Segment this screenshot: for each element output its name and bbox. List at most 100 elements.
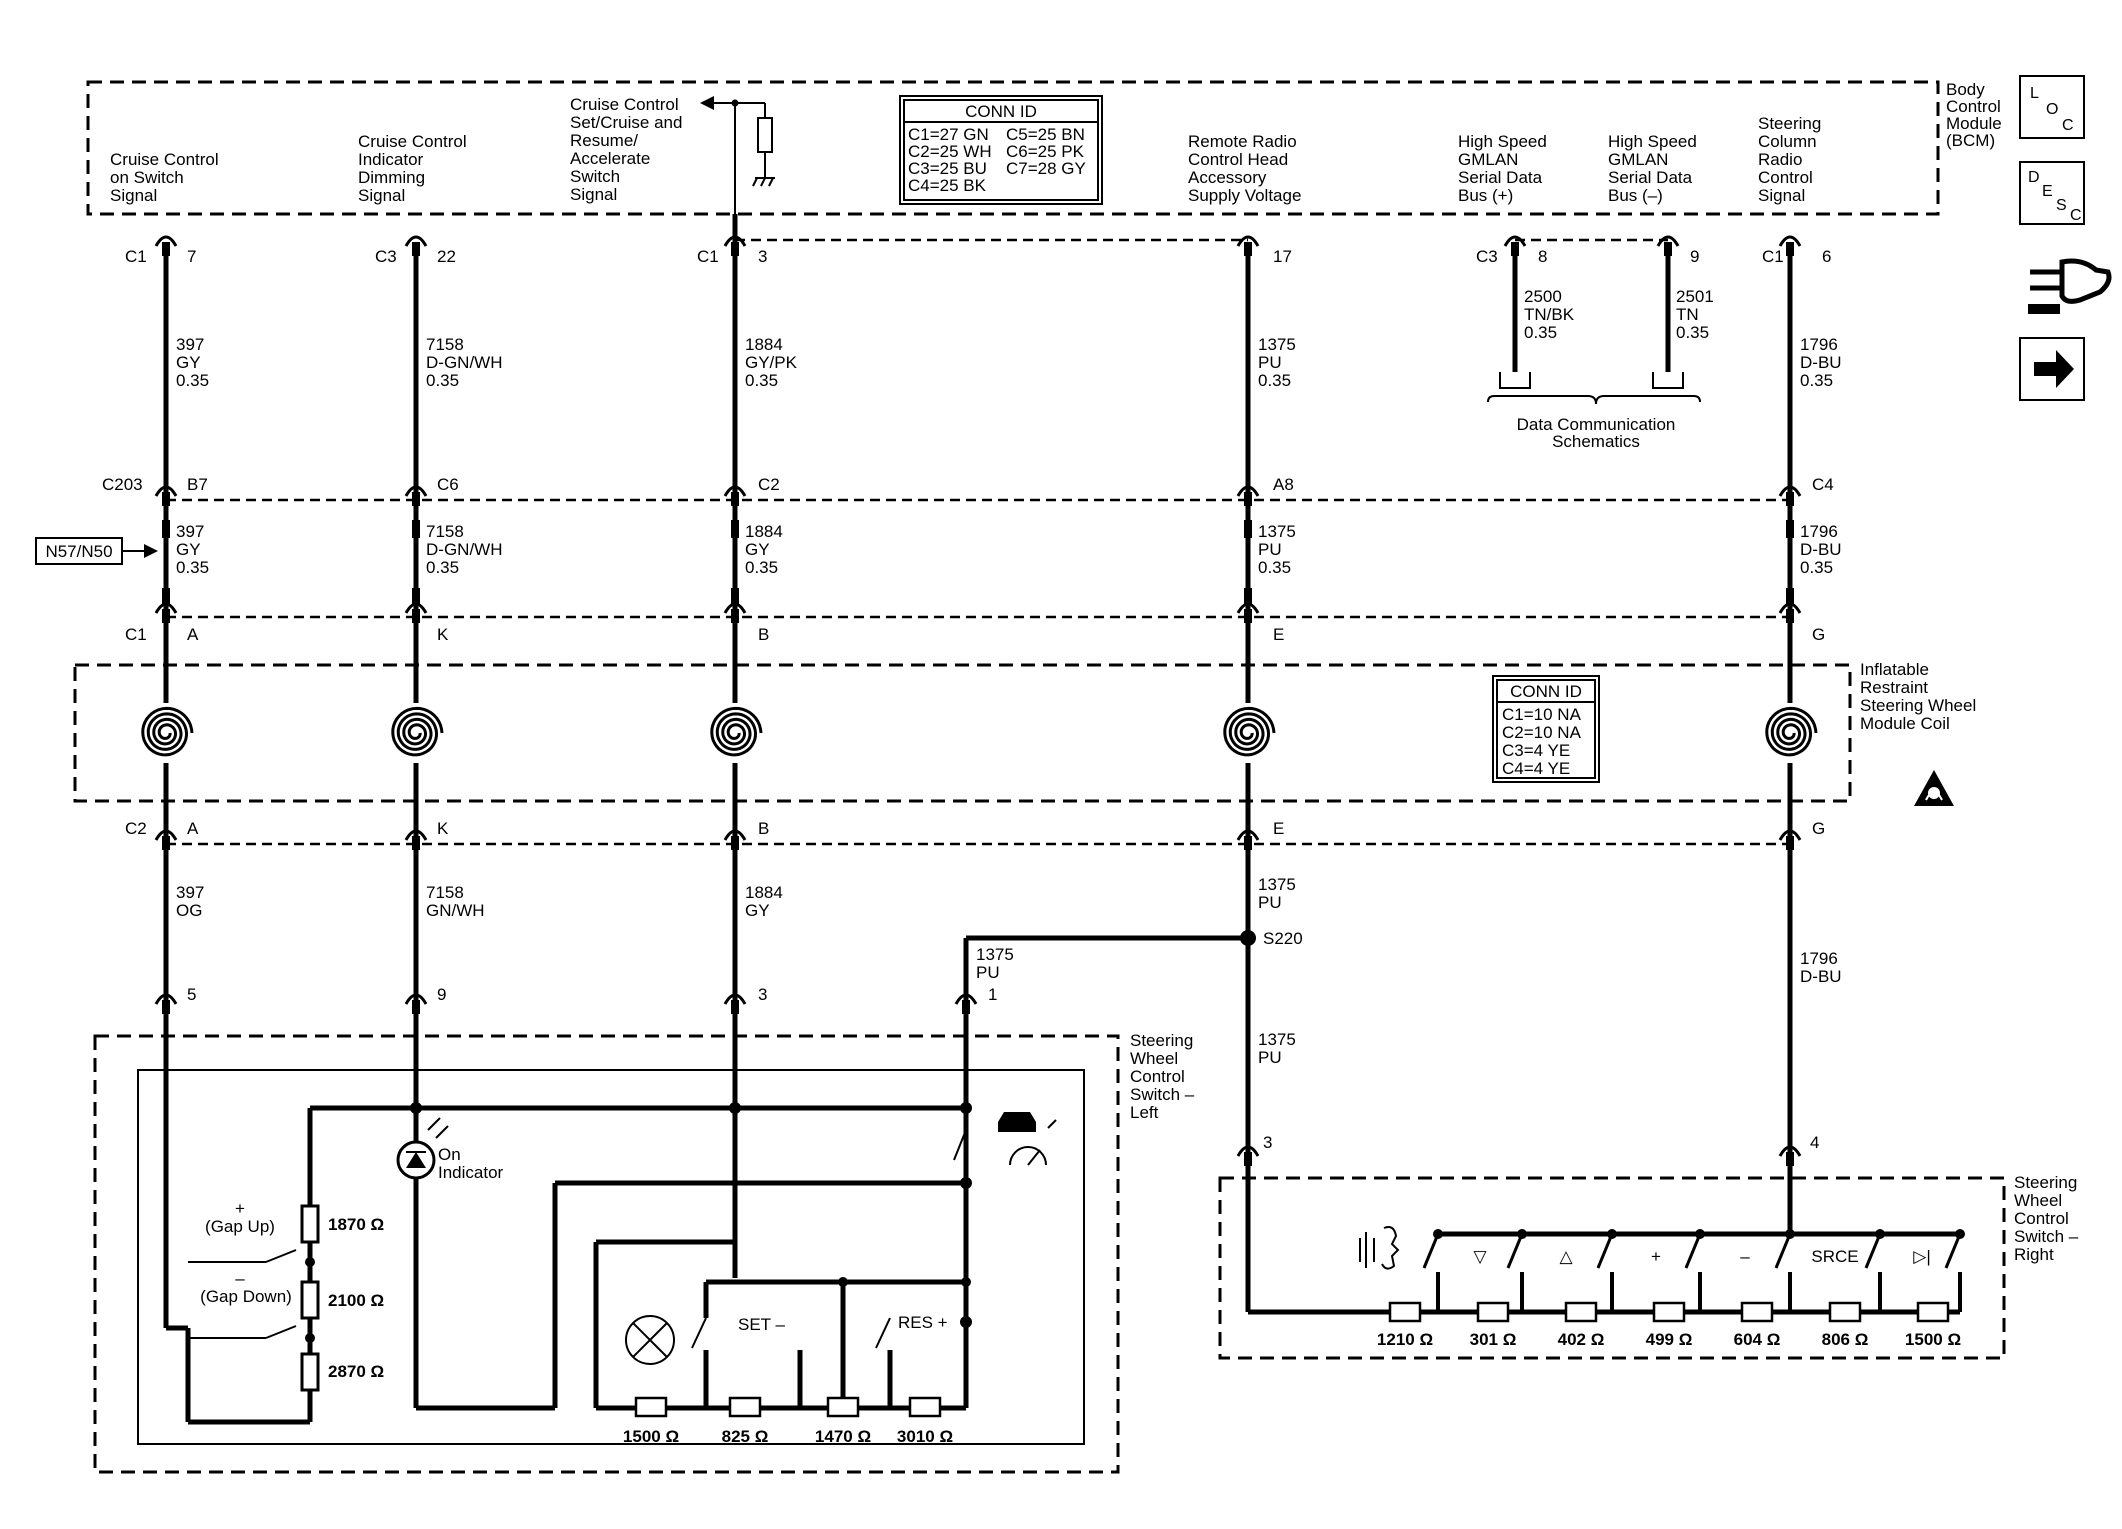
- resistor-1470: [826, 1396, 860, 1418]
- desc-icon[interactable]: D E S C: [2019, 161, 2085, 225]
- right-resistor-1: [1388, 1301, 1422, 1323]
- right-button-label-3[interactable]: +: [1651, 1247, 1661, 1266]
- right-contact-7[interactable]: [1944, 1233, 1962, 1269]
- right-switch-outline: [1218, 1176, 2006, 1360]
- right-switch-title-5: Right: [2014, 1245, 2054, 1264]
- set-switch[interactable]: [691, 1317, 707, 1349]
- signal-5-line-3: Serial Data: [1458, 168, 1543, 187]
- splice-down-a: 1375: [1258, 1030, 1296, 1049]
- right-button-label-6[interactable]: ▷|: [1913, 1247, 1931, 1266]
- gap-up-switch[interactable]: [265, 1249, 297, 1263]
- resistor-1500-left: [634, 1396, 668, 1418]
- gap-down-switch[interactable]: [265, 1325, 297, 1339]
- loc-icon[interactable]: L O C: [2019, 75, 2085, 139]
- wire-mid-2-c: 0.35: [426, 558, 459, 577]
- signal-4-line-3: Accessory: [1188, 168, 1267, 187]
- bcm-title-1: Body: [1946, 80, 1985, 99]
- coil-c2-pin-g: G: [1812, 819, 1825, 838]
- signal-7-line-1: Steering: [1758, 114, 1821, 133]
- splice-wire-b: PU: [976, 963, 1000, 982]
- resistor-3010-label: 3010 Ω: [897, 1427, 953, 1446]
- right-contact-1[interactable]: [1422, 1233, 1440, 1269]
- resistor-1870-label: 1870 Ω: [328, 1215, 384, 1234]
- right-contact-5[interactable]: [1774, 1233, 1792, 1269]
- arrow-right-icon: [144, 544, 158, 558]
- coil-conn-id-title: CONN ID: [1510, 682, 1582, 701]
- desc-letter-d: D: [2028, 169, 2040, 186]
- pin-conn-7: C1: [1762, 247, 1784, 266]
- signal-3-line-5: Switch: [570, 167, 620, 186]
- left-switch-title-2: Wheel: [1130, 1049, 1178, 1068]
- left-switch-cup-3: [723, 993, 747, 1014]
- wire-lower-1-b: OG: [176, 901, 202, 920]
- wire-lower-2-a: 7158: [426, 883, 464, 902]
- bcm-outline: [86, 80, 1940, 216]
- pin-num-4: 17: [1273, 247, 1292, 266]
- left-switch-title-4: Switch –: [1130, 1085, 1195, 1104]
- signal-1-line-3: Signal: [110, 186, 157, 205]
- coil-c1-pin-e: E: [1273, 625, 1284, 644]
- coil-title-3: Steering Wheel: [1860, 696, 1976, 715]
- c203-male-3: [731, 520, 739, 538]
- bcm-pin-cup-7: [1778, 235, 1802, 256]
- loc-letter-l: L: [2030, 85, 2039, 102]
- n57-n50-reference[interactable]: N57/N50: [35, 537, 158, 565]
- left-switch-module: Steering Wheel Control Switch – Left 5 9…: [93, 985, 1195, 1474]
- left-pin-1: 1: [988, 985, 997, 1004]
- next-arrow-icon[interactable]: [2019, 337, 2085, 401]
- right-contact-3[interactable]: [1596, 1233, 1614, 1269]
- right-resistor-6: [1828, 1301, 1862, 1323]
- right-resistor-2: [1476, 1301, 1510, 1323]
- cruise-on-switch[interactable]: [953, 1129, 967, 1161]
- cruise-control-icon: [998, 1112, 1057, 1166]
- right-button-label-1[interactable]: ▽: [1473, 1247, 1487, 1266]
- right-switch-cup-2: [1778, 1145, 1802, 1166]
- bcm-module: Body Control Module (BCM) Cruise Control…: [86, 80, 2002, 216]
- right-button-label-4[interactable]: –: [1740, 1247, 1750, 1266]
- bcm-pins: C1 7 C3 22 C1 3 17 C3 8 9 C1 6: [125, 247, 1831, 266]
- left-switch-title-3: Control: [1130, 1067, 1185, 1086]
- wire-upper-1-c: 0.35: [176, 371, 209, 390]
- right-contact-2[interactable]: [1506, 1233, 1524, 1269]
- on-indicator-led: On Indicator: [396, 1117, 504, 1182]
- wire-lower-4-b: PU: [1258, 893, 1282, 912]
- right-pin-4: 4: [1810, 1133, 1819, 1152]
- right-switch-title-2: Wheel: [2014, 1191, 2062, 1210]
- right-button-label-5[interactable]: SRCE: [1811, 1247, 1858, 1266]
- c203-connector: C203 B7 C6 C2 A8 C4: [102, 475, 1834, 502]
- wire-labels-mid: 397 GY 0.35 7158 D-GN/WH 0.35 1884 GY 0.…: [176, 522, 1842, 577]
- right-contact-6[interactable]: [1864, 1233, 1882, 1269]
- bcm-conn-id-table: CONN ID C1=27 GN C2=25 WH C3=25 BU C4=25…: [899, 95, 1103, 205]
- wire-mid-3-b: GY: [745, 540, 770, 559]
- coil-spiral-icon-1: [136, 703, 196, 763]
- wire-mid-4-a: 1375: [1258, 522, 1296, 541]
- c203-pin-1: B7: [187, 475, 208, 494]
- on-indicator-label-1: On: [438, 1145, 461, 1164]
- wire-upper-6-b: TN: [1676, 305, 1699, 324]
- wire-upper-5-a: 2500: [1524, 287, 1562, 306]
- coil-c1-label: C1: [125, 625, 147, 644]
- bcm-signal-6: High Speed GMLAN Serial Data Bus (–): [1608, 132, 1697, 205]
- res-switch[interactable]: [875, 1317, 891, 1349]
- conn-id-c6: C6=25 PK: [1006, 142, 1085, 161]
- bcm-pin-cup-5: [1503, 235, 1527, 256]
- c203-male-2: [412, 520, 420, 538]
- pin-num-7: 6: [1822, 247, 1831, 266]
- side-icons: L O C D E S C: [2019, 75, 2112, 401]
- bcm-title-2: Control: [1946, 97, 2001, 116]
- wire-upper-3-a: 1884: [745, 335, 783, 354]
- signal-3-line-2: Set/Cruise and: [570, 113, 682, 132]
- left-pin-5: 5: [187, 985, 196, 1004]
- connector-plug-icon[interactable]: [2028, 258, 2112, 314]
- right-contact-4[interactable]: [1684, 1233, 1702, 1269]
- coil-title-2: Restraint: [1860, 678, 1928, 697]
- data-comm-reference[interactable]: Data Communication Schematics: [1487, 372, 1701, 451]
- resistor-2870: [300, 1352, 320, 1392]
- right-button-label-2[interactable]: △: [1559, 1247, 1573, 1266]
- conn-id-c4: C4=25 BK: [908, 176, 987, 195]
- right-resistor-label-4: 499 Ω: [1646, 1330, 1693, 1349]
- wire-upper-1-b: GY: [176, 353, 201, 372]
- signal-3-line-3: Resume/: [570, 131, 638, 150]
